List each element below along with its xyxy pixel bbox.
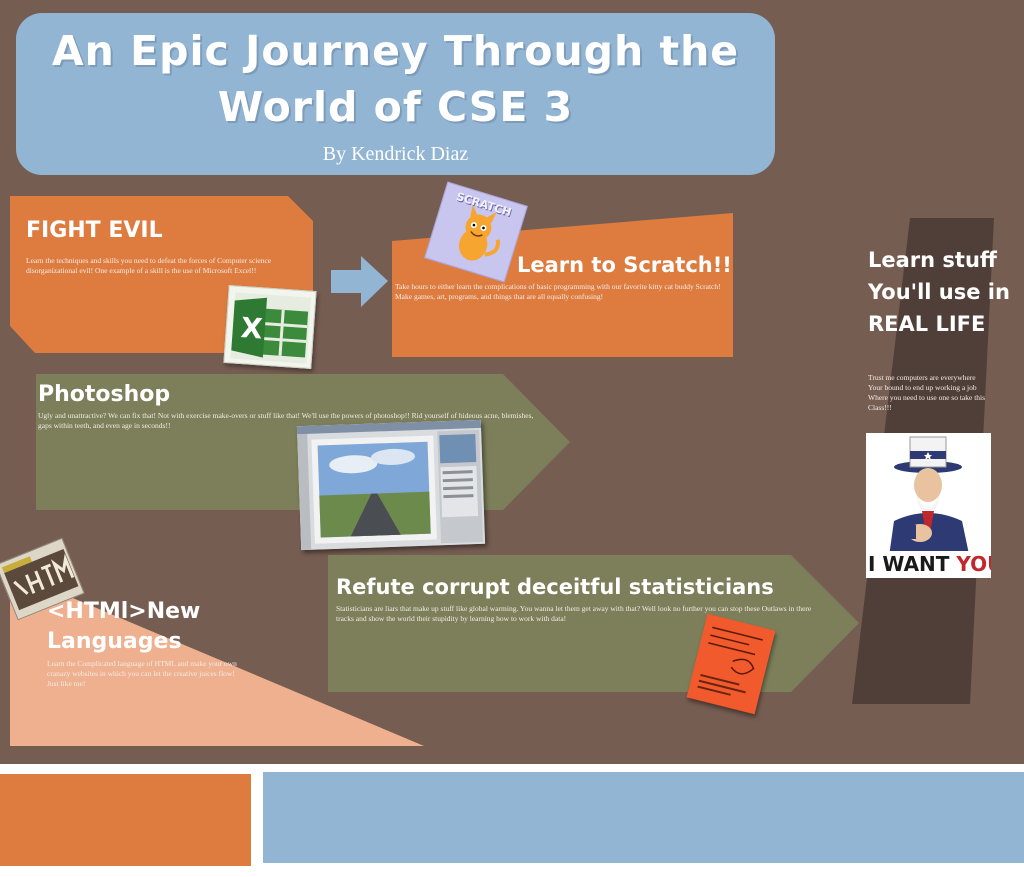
real-life-heading-line-1: Learn stuff [868,248,997,272]
excel-icon: X [223,285,317,369]
html-heading: <HTMl>New Languages [47,597,200,657]
scratch-logo: SCRATCH [424,181,528,283]
photoshop-heading: Photoshop [38,382,171,407]
real-life-body-line-2: Your bound to end up working a job [868,383,977,392]
slide-canvas: An Epic Journey Through the World of CSE… [0,0,1024,764]
photoshop-body: Ugly and unattractive? We can fix that! … [38,411,534,430]
html-heading-line-2: Languages [47,629,182,654]
uncle-sam-caption-you: YOU [956,552,991,576]
title-author: By Kendrick Diaz [322,143,469,165]
real-life-body-line-4: Class!!! [868,403,892,412]
statisticians-body: Statisticians are liars that make up stu… [336,604,812,623]
html-shape [10,580,424,746]
footer-bar-orange [0,774,251,866]
real-life-body-line-1: Trust me computers are everywhere [868,373,976,382]
photoshop-screenshot [296,419,486,551]
arrow-right-icon [331,256,388,307]
page-title: An Epic Journey Through the World of CSE… [16,23,775,135]
scratch-body: Take hours to either learn the complicat… [395,282,721,301]
html-heading-line-1: <HTMl>New [47,599,201,624]
real-life-heading: Learn stuff You'll use in REAL LIFE [868,244,1010,340]
statisticians-heading: Refute corrupt deceitful statisticians [336,575,774,599]
title-line-2: World of CSE 3 [217,83,574,131]
uncle-sam-caption: I WANT YOU [868,551,991,577]
uncle-sam-poster: I WANT YOU [866,433,991,578]
html-body: Learn the Complicated language of HTML a… [47,659,237,688]
scratch-heading: Learn to Scratch!! [517,253,732,277]
title-line-1: An Epic Journey Through the [51,27,740,75]
title-banner: An Epic Journey Through the World of CSE… [16,13,775,175]
stats-book-image [686,613,776,715]
footer-bar-blue [263,772,1024,863]
html-logo [0,537,85,621]
svg-text:X: X [240,311,264,345]
fight-evil-body: Learn the techniques and skills you need… [26,256,272,275]
real-life-body: Trust me computers are everywhere Your b… [868,373,1018,413]
fight-evil-heading: FIGHT EVIL [26,218,163,243]
uncle-sam-caption-i-want: I WANT [868,552,950,576]
real-life-heading-line-2: You'll use in [868,280,1010,304]
real-life-body-line-3: Where you need to use one so take this [868,393,986,402]
real-life-heading-line-3: REAL LIFE [868,312,986,336]
